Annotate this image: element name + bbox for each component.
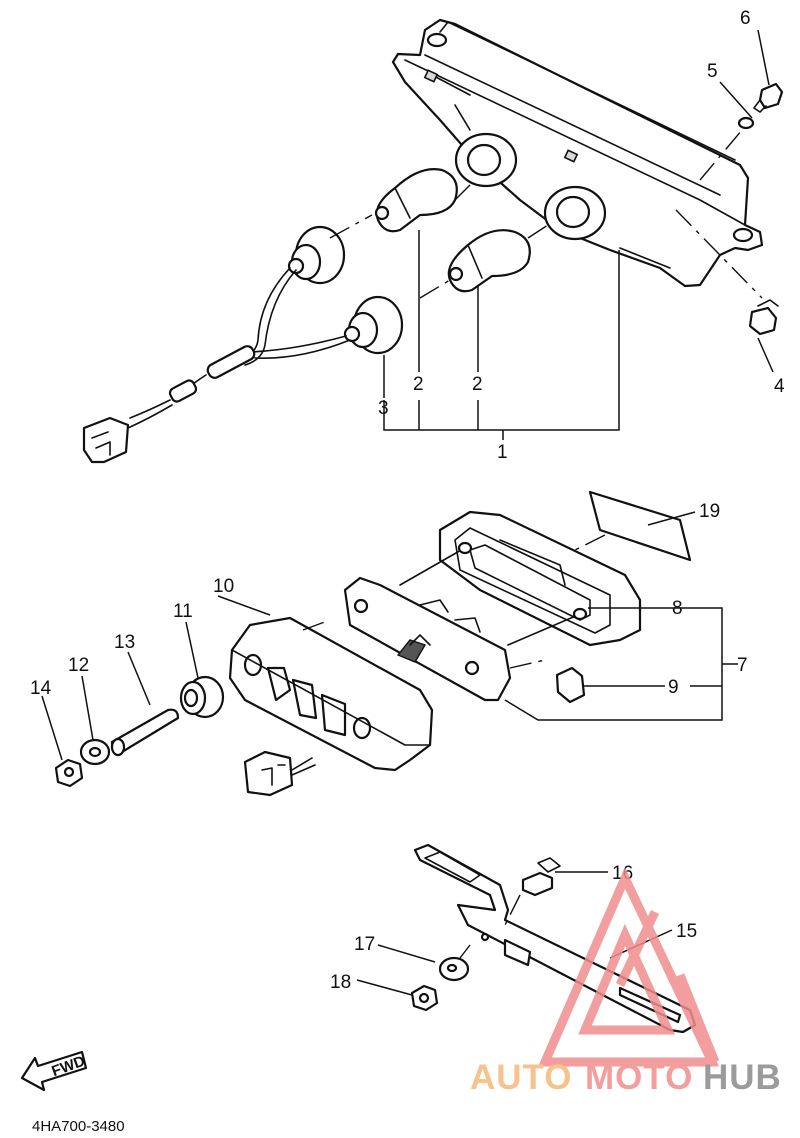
mount-body-10: [228, 616, 434, 772]
nut-18: [410, 984, 439, 1012]
callout-10: 10: [213, 576, 234, 597]
license-light-cover-19: [588, 490, 692, 562]
collar-13: [110, 708, 180, 757]
callout-7: 7: [737, 655, 748, 676]
callout-19: 19: [699, 501, 720, 522]
socket-wire-harness: [82, 225, 404, 464]
screw-head-icon: [464, 660, 480, 676]
tail-light-housing: [391, 18, 764, 288]
license-light-lens-plate: [343, 576, 512, 702]
callout-13: 13: [114, 632, 135, 653]
bolt-16: [521, 857, 561, 897]
callout-11: 11: [173, 601, 193, 622]
callout-1: 1: [497, 442, 508, 463]
screw-6: [753, 82, 784, 113]
callout-8: 8: [672, 598, 683, 619]
callout-3: 3: [378, 398, 389, 419]
callout-labels: 1 2 2 3 4 5 6 7 8 9 10 11 12 13 14 15 16…: [30, 8, 785, 993]
callout-12: 12: [68, 655, 89, 676]
bulb-upper: [374, 168, 458, 233]
callout-2a: 2: [413, 374, 424, 395]
watermark-word-moto: MOTO: [585, 1058, 693, 1097]
callout-17: 17: [354, 934, 375, 955]
callout-15: 15: [676, 921, 697, 942]
license-light-housing-8: [438, 510, 642, 647]
watermark-logo: AUTO MOTO HUB: [470, 867, 782, 1097]
callout-5: 5: [707, 61, 718, 82]
connector-plug: [243, 750, 316, 797]
watermark-word-hub: HUB: [703, 1058, 782, 1097]
watermark-word-auto: AUTO: [470, 1058, 573, 1097]
long-screws: [399, 541, 588, 646]
bulb-lower: [447, 229, 531, 293]
callout-2b: 2: [472, 374, 483, 395]
mount-hole-icon: [732, 227, 754, 243]
mount-hole-icon: [426, 32, 448, 48]
callout-9: 9: [668, 677, 679, 698]
screw-head-icon: [353, 598, 369, 614]
callout-14: 14: [30, 678, 52, 699]
callout-6: 6: [740, 8, 751, 29]
callout-18: 18: [330, 972, 351, 993]
fwd-arrow-icon: FWD: [20, 1050, 87, 1092]
drawing-code: 4HA700-3480: [32, 1118, 125, 1135]
nut-14: [54, 758, 84, 788]
washer-12: [79, 738, 111, 766]
watermark-triangle-icon: [538, 867, 720, 1067]
callout-4: 4: [774, 376, 785, 397]
nut-4: [748, 299, 779, 336]
washer-17: [438, 956, 470, 982]
fwd-label: FWD: [49, 1053, 87, 1081]
grommet-11: [179, 675, 225, 719]
washer-5: [737, 116, 755, 130]
bulb-9: [555, 666, 586, 704]
